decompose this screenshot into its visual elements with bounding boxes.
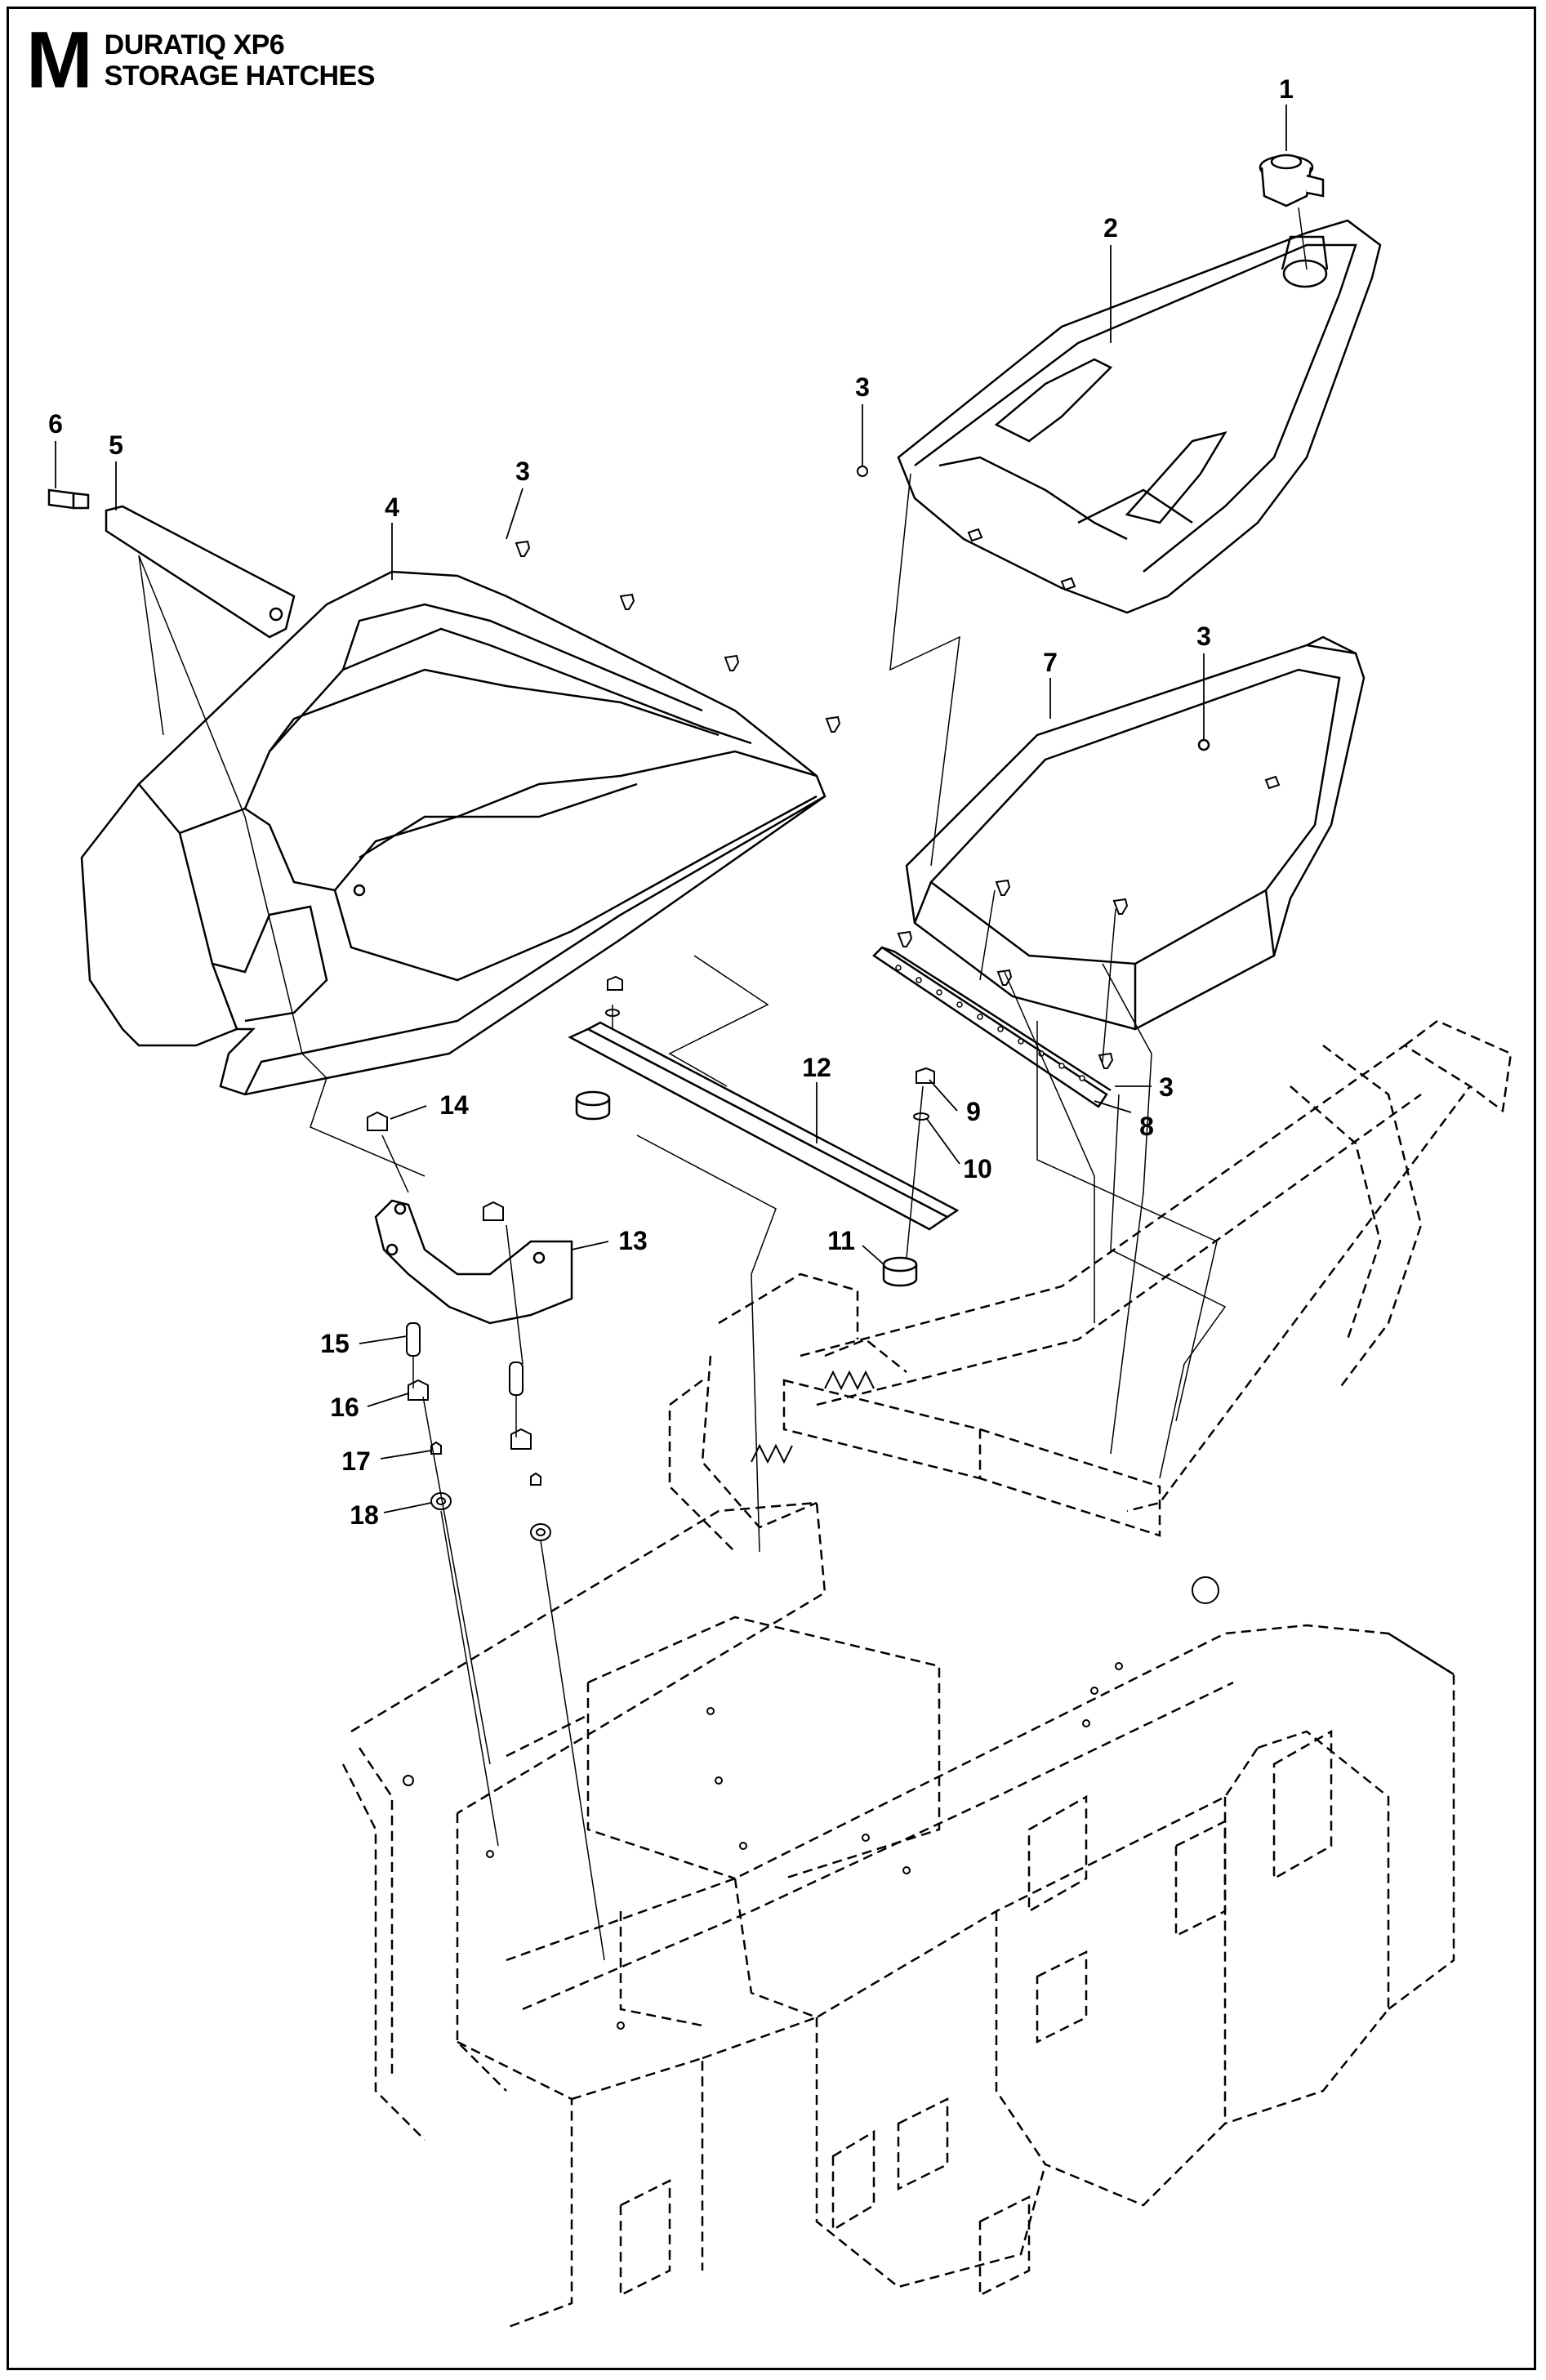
page-header: M DURATIQ XP6 STORAGE HATCHES [26,15,376,105]
callout-2: 2 [1103,213,1118,243]
callout-3-tub: 3 [1196,622,1211,651]
callout-labels: 1 2 3 3 3 3 4 5 6 7 8 9 10 11 12 13 14 1… [48,74,1294,1530]
callout-14: 14 [439,1090,469,1120]
callout-8: 8 [1139,1112,1154,1141]
callout-1: 1 [1279,74,1294,104]
callout-leaders [55,105,1287,1513]
hinge-rail [872,946,1112,1108]
rubber-bumpers [575,1090,918,1287]
chassis-frame [341,1019,1513,2329]
callout-3-cover: 3 [515,457,530,486]
callout-15: 15 [320,1329,350,1358]
callout-3-rail: 3 [1159,1072,1174,1102]
section-title: STORAGE HATCHES [104,60,376,91]
callout-11: 11 [827,1226,855,1255]
callout-6: 6 [48,409,63,439]
callout-3-lid: 3 [855,372,870,402]
curved-mount-bracket [374,1199,573,1325]
storage-tub [905,635,1366,1031]
callout-10: 10 [963,1154,992,1183]
callout-18: 18 [350,1500,379,1530]
callout-4: 4 [385,492,399,522]
callout-13: 13 [618,1226,648,1255]
callout-5: 5 [109,430,123,460]
model-name: DURATIQ XP6 [104,29,285,60]
callout-12: 12 [802,1053,831,1082]
assembly-lines [138,207,1308,1961]
frame-holes [403,1576,1219,2030]
long-rail-bracket [568,1021,960,1231]
hinge-pin [47,488,90,510]
title-block: DURATIQ XP6 STORAGE HATCHES [104,29,376,91]
frame-spring [751,1370,875,1464]
page-border [7,7,1536,2370]
callout-7: 7 [1043,648,1058,677]
hinge-strap [105,505,296,639]
latch-knob [1259,154,1325,207]
callout-16: 16 [330,1393,359,1422]
seat-hatch-cover [80,570,826,1096]
rear-hatch-lid [897,219,1382,614]
callout-17: 17 [341,1446,371,1476]
section-letter: M [26,15,93,105]
callout-9: 9 [966,1097,981,1126]
hardware-fasteners [367,466,1281,1541]
